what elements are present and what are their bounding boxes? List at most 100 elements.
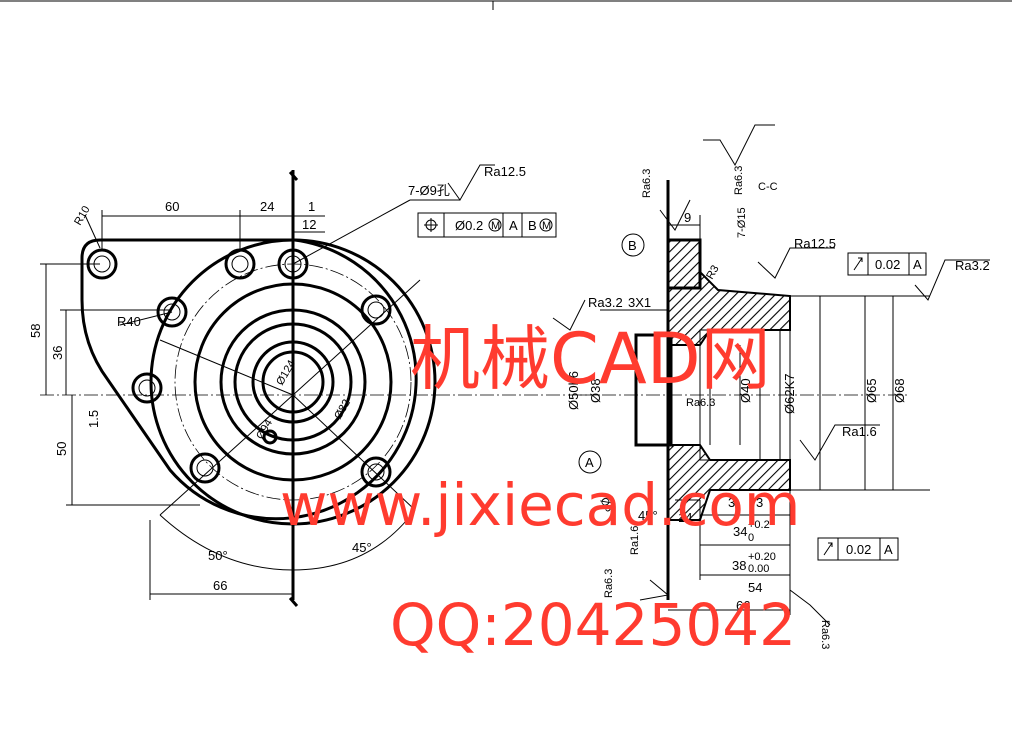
ra16-left: Ra1.6 — [629, 526, 641, 555]
dim-d62k7: Ø62K7 — [782, 374, 797, 414]
watermark-url: www.jixiecad.com — [280, 471, 800, 539]
runout-icon — [823, 542, 833, 556]
runout-frame-top: 0.02 A — [847, 252, 927, 276]
fcf-tolerance: Ø0.2 — [455, 218, 483, 233]
dim-36: 36 — [50, 346, 65, 360]
dim-d40: Ø40 — [738, 378, 753, 403]
roughness-symbol — [447, 164, 495, 201]
watermark: 机械CAD网 www.jixiecad.com QQ:20425042 — [280, 318, 800, 659]
runout-frame-bottom: 0.02 A — [817, 537, 899, 561]
dim-58: 58 — [28, 324, 43, 338]
dim-d68: Ø68 — [892, 378, 907, 403]
dim-50: 50 — [54, 442, 69, 456]
ra125-label: Ra12.5 — [794, 236, 836, 251]
angle-45: 45° — [352, 540, 372, 555]
ra32-left: Ra3.2 — [588, 295, 623, 310]
ra63-bottom-right: Ra6.3 — [819, 620, 831, 649]
roughness-symbol — [552, 299, 586, 331]
break-line — [288, 171, 299, 181]
ra63-left: Ra6.3 — [603, 569, 615, 598]
dim-66: 66 — [213, 578, 227, 593]
flange-outline — [80, 238, 418, 521]
datum-a-circle — [578, 450, 602, 474]
dim-66-right: 66 — [736, 598, 750, 613]
datum-a: A — [585, 455, 594, 470]
radial-line — [292, 394, 416, 511]
fcf-modifier: M — [491, 220, 500, 232]
break-line — [288, 597, 299, 607]
bolt-hole — [131, 372, 163, 404]
fcf-datum-a: A — [509, 218, 518, 233]
runout-value-bottom: 0.02 — [846, 542, 871, 557]
feature-control-frame: Ø0.2 M A B M — [417, 212, 557, 238]
runout-datum-bottom: A — [884, 542, 893, 557]
datum-b: B — [628, 238, 637, 253]
dim-3a: 3 — [728, 495, 735, 510]
bolt-hole-inner — [138, 379, 156, 397]
dim-60: 60 — [165, 199, 179, 214]
datum-b-circle — [621, 233, 645, 257]
angle-50: 50° — [208, 548, 228, 563]
roughness-symbol — [757, 247, 835, 279]
dim-9: 9 — [684, 210, 691, 225]
roughness-top: Ra12.5 — [484, 164, 526, 179]
dim-14: 14 — [678, 510, 692, 525]
roughness-symbol — [659, 199, 691, 231]
chamfer-label: 3X1 — [628, 295, 651, 310]
bolt-hole-inner — [163, 303, 181, 321]
watermark-qq: QQ:20425042 — [390, 591, 796, 659]
holes-callout: 7-Ø9孔 — [408, 183, 450, 198]
ra63-label-b: Ra6.3 — [733, 166, 745, 195]
ra63-label-a: Ra6.3 — [641, 169, 653, 198]
dim-dia94: Ø94 — [254, 417, 275, 441]
roughness-symbol — [703, 124, 775, 167]
bolt-hole-inner — [231, 255, 249, 273]
roughness-symbol — [799, 424, 880, 461]
dim-dia82: Ø82 — [332, 397, 353, 421]
section-label: C-C — [758, 181, 778, 193]
dim-34-tol0: 0 — [748, 532, 754, 544]
watermark-title: 机械CAD网 — [410, 318, 771, 400]
bolt-hole-inner — [367, 463, 385, 481]
dimension-lines-right — [600, 215, 930, 615]
radial-line — [159, 394, 294, 516]
ra6-label: Ra6.3 — [686, 397, 715, 409]
roughness-symbol — [914, 259, 990, 301]
dimension-lines — [40, 210, 416, 600]
front-view: 60 24 1 12 R10 R40 58 36 1.5 50 66 50° 4… — [28, 164, 600, 607]
dim-34-tol: +0.2 — [748, 519, 770, 531]
dim-d65: Ø65 — [864, 378, 879, 403]
runout-icon — [853, 257, 863, 271]
dim-d50h6: Ø50h6 — [566, 371, 581, 410]
leader-line — [292, 199, 411, 265]
dim-24: 24 — [260, 199, 274, 214]
dim-1-5: 1.5 — [86, 410, 101, 428]
bolt-hole — [156, 296, 188, 328]
fcf-modifier-2: M — [542, 220, 551, 232]
dim-38: 38 — [732, 558, 746, 573]
bolt-hole-inner — [196, 459, 214, 477]
small-hole — [262, 429, 278, 445]
angle-45-right: 45° — [638, 508, 658, 523]
section-view: Ra6.3 Ra6.3 C-C 9 7-Ø15 B Ra12.5 R3 0.02… — [552, 124, 990, 649]
roughness-symbol — [639, 579, 670, 601]
ra32-right: Ra3.2 — [955, 258, 990, 273]
radial-line — [159, 339, 294, 396]
dim-34: 34 — [733, 524, 747, 539]
runout-value: 0.02 — [875, 257, 900, 272]
bolt-hole — [360, 294, 392, 326]
dim-1: 1 — [308, 199, 315, 214]
dim-12: 12 — [302, 217, 316, 232]
dim-38-tol0: 0.00 — [748, 563, 769, 575]
dim-38-tol: +0.20 — [748, 551, 776, 563]
runout-datum: A — [913, 257, 922, 272]
radial-line — [292, 279, 421, 396]
ra16-right: Ra1.6 — [842, 424, 877, 439]
bolt-hole-inner — [367, 301, 385, 319]
dim-3b: 3 — [756, 495, 763, 510]
bolt-hole — [189, 452, 221, 484]
bolt-hole — [360, 456, 392, 488]
dim-54: 54 — [748, 580, 762, 595]
holes-15: 7-Ø15 — [736, 207, 748, 238]
